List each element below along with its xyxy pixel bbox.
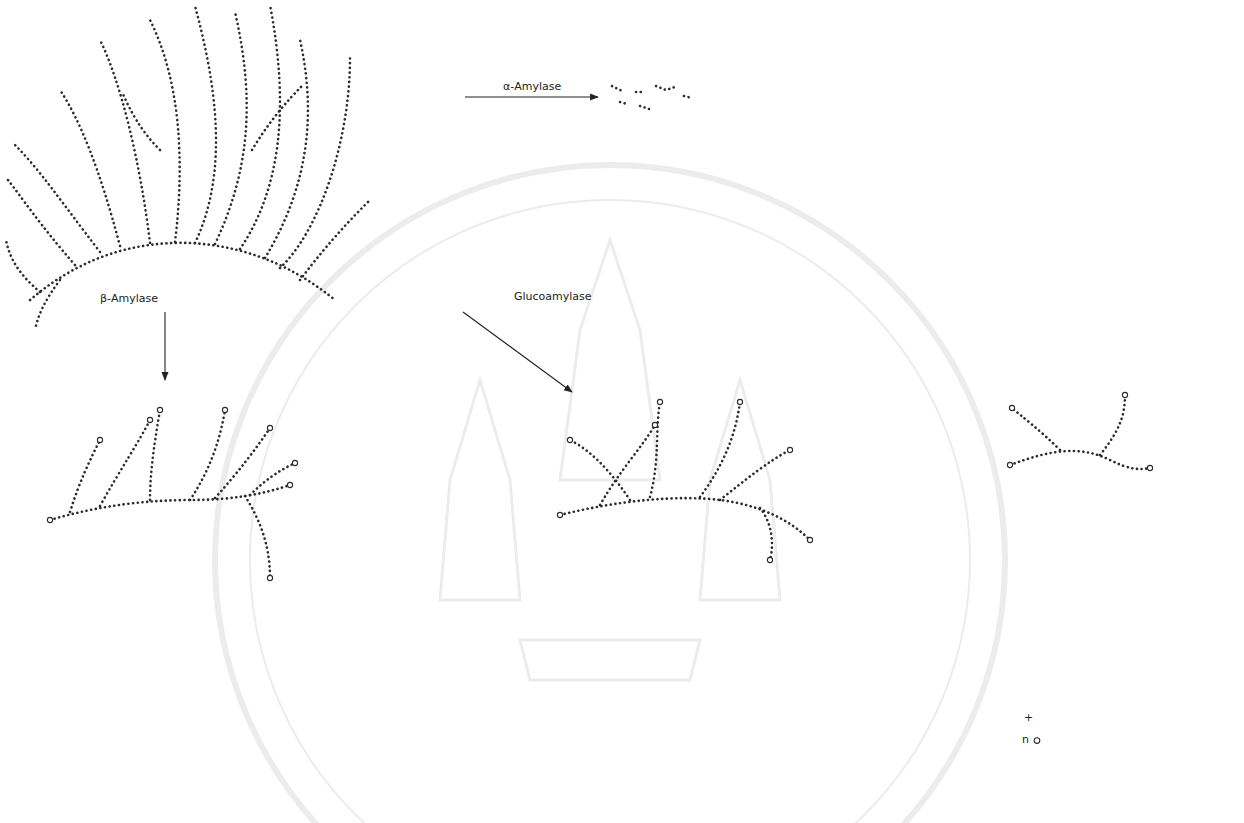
oligosaccharide-fragments bbox=[620, 102, 627, 104]
beta-limit-dextrin bbox=[50, 485, 290, 520]
glucoamylase-product bbox=[557, 512, 562, 517]
oligosaccharide-fragments bbox=[612, 86, 622, 91]
glucoamylase-product bbox=[767, 557, 772, 562]
watermark-seal bbox=[250, 200, 970, 823]
amylopectin-molecule bbox=[240, 5, 280, 249]
amylopectin-molecule bbox=[15, 145, 100, 252]
watermark-seal bbox=[440, 380, 520, 600]
glucoamylase-arrow bbox=[463, 312, 572, 392]
limit-dextrin-core bbox=[1010, 451, 1150, 469]
beta-limit-dextrin bbox=[150, 410, 160, 500]
glucoamylase-product bbox=[650, 402, 660, 497]
beta-limit-dextrin bbox=[287, 482, 292, 487]
beta-limit-dextrin bbox=[70, 440, 100, 512]
limit-dextrin-core bbox=[1147, 465, 1152, 470]
glucose-symbol bbox=[1034, 738, 1040, 744]
beta-limit-dextrin bbox=[190, 410, 225, 500]
limit-dextrin-core bbox=[1007, 462, 1012, 467]
oligosaccharide-fragments bbox=[684, 96, 692, 98]
amylopectin-molecule bbox=[122, 92, 160, 150]
limit-dextrin-core bbox=[1100, 395, 1125, 455]
amylopectin-molecule bbox=[265, 40, 308, 258]
glucoamylase-product bbox=[760, 508, 772, 560]
glucoamylase-product bbox=[787, 447, 792, 452]
glucose-symbol bbox=[1034, 738, 1040, 744]
amylopectin-molecule bbox=[6, 240, 40, 292]
amylopectin-molecule bbox=[252, 86, 302, 150]
glucoamylase-product bbox=[570, 440, 630, 500]
beta-limit-dextrin bbox=[147, 417, 152, 422]
limit-dextrin-core bbox=[1009, 405, 1014, 410]
amylopectin-molecule bbox=[150, 20, 180, 242]
beta-limit-dextrin bbox=[222, 407, 227, 412]
limit-dextrin-core bbox=[1007, 392, 1152, 470]
alpha-amylase-arrow bbox=[465, 96, 598, 97]
glucoamylase-product bbox=[560, 498, 810, 540]
enzyme-label: β-Amylase bbox=[100, 292, 158, 305]
beta-limit-dextrin bbox=[250, 463, 295, 495]
beta-limit-dextrin bbox=[245, 496, 270, 578]
oligosaccharide-fragments bbox=[656, 86, 675, 90]
beta-limit-dextrin bbox=[100, 420, 150, 506]
glucoamylase-product bbox=[600, 425, 655, 505]
beta-limit-dextrin bbox=[47, 517, 52, 522]
glucoamylase-arrow bbox=[463, 312, 572, 392]
enzyme-label: Glucoamylase bbox=[514, 290, 592, 303]
amylopectin-molecule bbox=[60, 90, 120, 246]
beta-limit-dextrin bbox=[292, 460, 297, 465]
watermark-seal bbox=[215, 165, 1005, 823]
glucoamylase-product bbox=[737, 399, 742, 404]
enzyme-label: α-Amylase bbox=[503, 80, 561, 93]
beta-limit-dextrin bbox=[267, 575, 272, 580]
watermark-seal bbox=[215, 165, 1005, 823]
oligosaccharide-fragments bbox=[640, 106, 649, 109]
glucoamylase-product bbox=[700, 402, 740, 497]
beta-amylase-arrow bbox=[164, 312, 165, 380]
amylopectin-molecule bbox=[300, 200, 370, 280]
alpha-amylase-arrow bbox=[465, 97, 598, 98]
glucoamylase-product bbox=[557, 399, 812, 562]
amylopectin-molecule bbox=[195, 6, 216, 243]
amylopectin-molecule bbox=[6, 5, 370, 330]
count-label: n bbox=[1022, 733, 1029, 746]
glucoamylase-product bbox=[657, 399, 662, 404]
amylopectin-molecule bbox=[215, 12, 247, 244]
beta-limit-dextrin bbox=[47, 407, 297, 580]
beta-limit-dextrin bbox=[267, 425, 272, 430]
glucoamylase-product bbox=[720, 450, 790, 500]
beta-limit-dextrin bbox=[97, 437, 102, 442]
watermark-seal bbox=[700, 380, 780, 600]
amylopectin-molecule bbox=[30, 243, 335, 300]
limit-dextrin-core bbox=[1012, 408, 1060, 450]
plus-sign: + bbox=[1024, 711, 1033, 724]
oligosaccharide-fragments bbox=[612, 86, 692, 109]
glucoamylase-product bbox=[807, 537, 812, 542]
beta-limit-dextrin bbox=[215, 428, 270, 498]
amylopectin-molecule bbox=[8, 180, 75, 265]
oligosaccharide-fragments bbox=[636, 91, 644, 94]
watermark-seal bbox=[520, 640, 700, 680]
amylopectin-molecule bbox=[35, 280, 60, 330]
amylopectin-molecule bbox=[100, 40, 150, 243]
glucoamylase-product bbox=[652, 422, 657, 427]
limit-dextrin-core bbox=[1122, 392, 1127, 397]
glucoamylase-product bbox=[567, 437, 572, 442]
beta-limit-dextrin bbox=[157, 407, 162, 412]
beta-amylase-arrow bbox=[165, 312, 166, 380]
amylopectin-molecule bbox=[280, 58, 350, 268]
